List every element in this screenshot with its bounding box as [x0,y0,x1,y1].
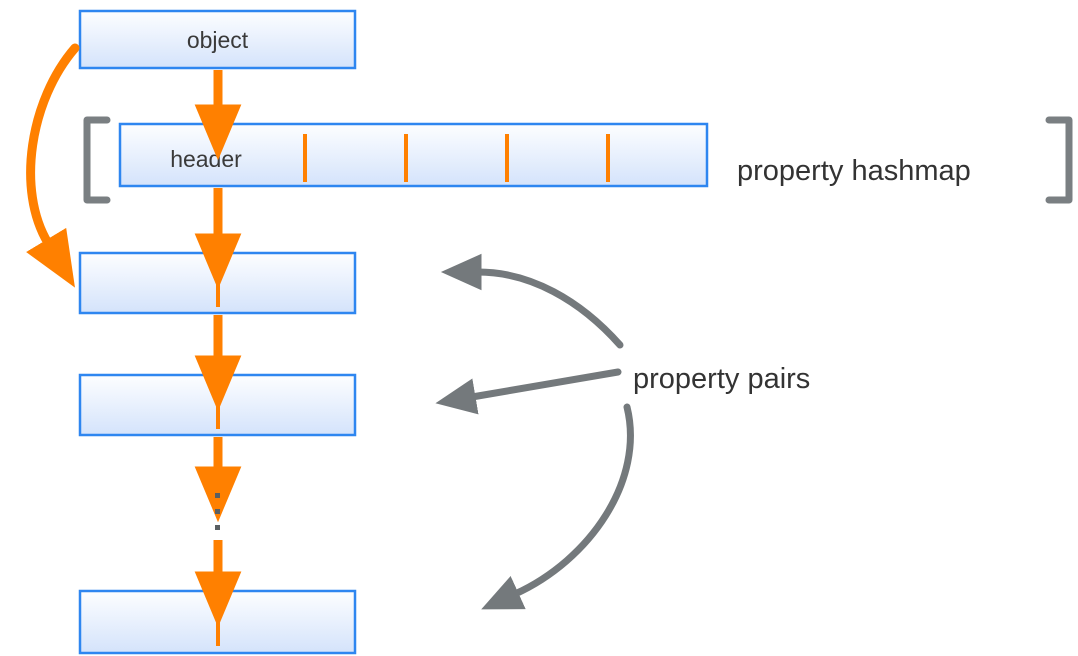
box-object: object [78,9,357,70]
label-property-pairs: property pairs [633,363,810,395]
ellipsis-dot-2 [215,509,220,514]
pointer-to-property-pair-2 [435,368,622,415]
right-bracket [1045,116,1073,204]
pointer-to-property-pair-1 [440,253,624,349]
ellipsis-dot-1 [215,493,220,498]
curved-arrow-object-to-pairs [26,43,80,288]
ellipsis-dot-3 [215,525,220,530]
left-bracket [83,116,111,204]
box-property-pair-n [78,589,357,655]
box-object-rect [78,9,357,70]
pointer-to-property-pair-n [481,403,634,610]
box-object-label: object [187,27,249,53]
property-pairs-pointers [435,253,634,610]
box-header-label: header [170,146,242,172]
box-property-pair-2 [78,373,357,437]
box-property-pair-1 [78,251,357,315]
label-property-hashmap: property hashmap [737,155,971,187]
box-header: header [118,122,709,188]
header-slot-ticks [303,134,610,182]
vertical-ellipsis [215,493,220,530]
